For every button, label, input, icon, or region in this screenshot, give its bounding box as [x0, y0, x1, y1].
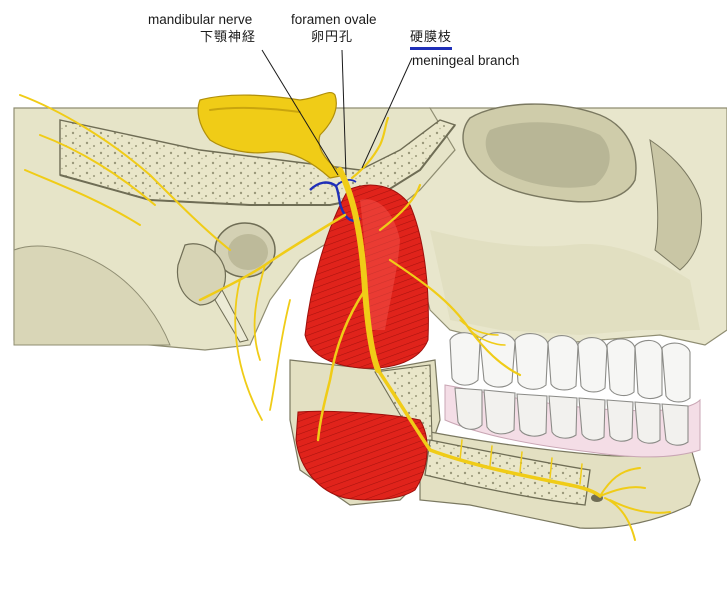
- label-foramen-ovale-en: foramen ovale: [291, 12, 377, 27]
- trigeminal-ganglion: [197, 91, 346, 179]
- pointer-mandibular-nerve: [261, 49, 339, 176]
- teeth: [449, 332, 691, 446]
- nerves: [19, 91, 671, 541]
- upper-tooth: [606, 338, 636, 397]
- nasal-aperture: [649, 138, 703, 271]
- medial-pterygoid-muscle: [295, 410, 428, 501]
- upper-tooth: [514, 333, 549, 390]
- maxilla-shading: [430, 230, 700, 335]
- pointer-meningeal-branch: [361, 57, 413, 169]
- buccal-branches: [459, 319, 506, 346]
- inferior-alveolar-nerve: [376, 368, 602, 498]
- label-pointers: [261, 49, 413, 176]
- styloid-process: [214, 289, 249, 343]
- lower-tooth: [634, 401, 661, 444]
- middle-meningeal-artery: [309, 181, 361, 222]
- upper-tooth: [577, 337, 608, 393]
- label-mandibular-nerve-ja: 下顎神経: [200, 30, 257, 45]
- upper-tooth: [449, 332, 481, 386]
- meatus-inner: [228, 234, 268, 270]
- lower-tooth: [454, 387, 483, 430]
- label-meningeal-branch-en: meningeal branch: [412, 53, 520, 68]
- meningeal-branch-nerve: [350, 116, 390, 180]
- lower-tooth: [606, 399, 634, 442]
- auriculotemporal-branches: [234, 264, 291, 421]
- lower-tooth: [578, 397, 606, 441]
- muscle-highlight: [360, 199, 400, 330]
- upper-tooth: [661, 342, 691, 403]
- label-mandibular-nerve-en: mandibular nerve: [148, 12, 253, 27]
- lower-tooth: [548, 395, 578, 439]
- lingual-nerve: [316, 288, 367, 442]
- mastoid-region: [13, 245, 171, 346]
- posterior-branches: [19, 94, 231, 251]
- skull: [13, 103, 727, 351]
- mental-nerve: [599, 467, 671, 541]
- ganglion-shading: [209, 106, 301, 113]
- upper-tooth: [634, 339, 663, 400]
- lower-teeth: [454, 387, 689, 446]
- lower-tooth: [483, 389, 516, 435]
- lower-tooth: [661, 403, 689, 446]
- upper-tooth: [547, 335, 579, 391]
- orbit-shadow: [485, 122, 610, 188]
- label-foramen-ovale-ja: 卵円孔: [311, 30, 354, 45]
- dental-branches: [459, 439, 583, 485]
- label-meningeal-branch-ja: 硬膜枝: [410, 30, 453, 50]
- pointer-foramen-ovale: [341, 49, 347, 176]
- lower-tooth: [516, 393, 548, 437]
